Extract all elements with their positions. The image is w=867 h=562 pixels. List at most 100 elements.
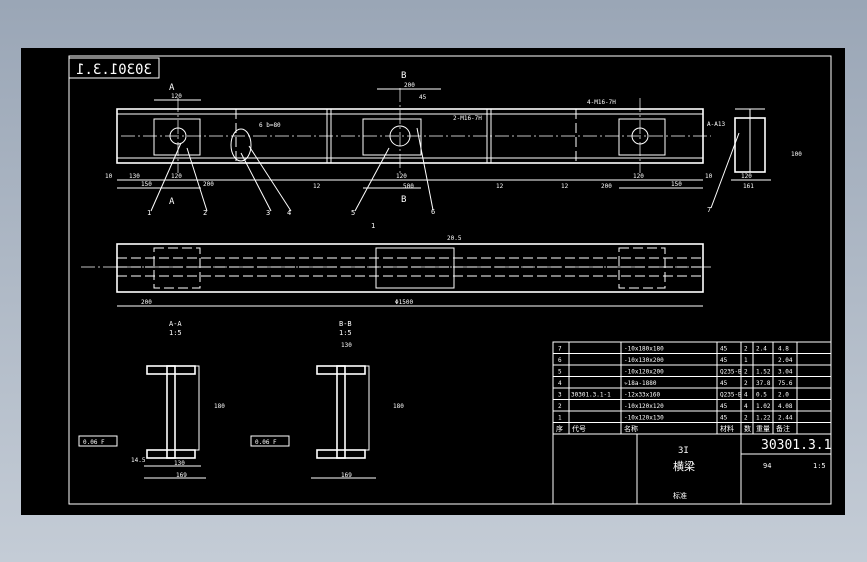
svg-text:6 b=80: 6 b=80 — [259, 122, 281, 129]
svg-text:120: 120 — [741, 173, 752, 180]
bom-row-material: Q235-B — [720, 369, 742, 376]
bom-row-material: Q235-B — [720, 392, 742, 399]
bom-row-name: ⸟18a-1880 — [624, 380, 657, 387]
svg-text:5: 5 — [351, 209, 355, 217]
svg-text:100: 100 — [791, 151, 802, 158]
bom-header-cell: 备注 — [776, 424, 790, 433]
bom-row-name: -10x120x120 — [624, 403, 664, 410]
bom-row-total-weight: 4.8 — [778, 346, 789, 353]
svg-text:A-A: A-A — [169, 320, 182, 328]
svg-text:4-M16-7H: 4-M16-7H — [587, 99, 616, 106]
svg-text:14.5: 14.5 — [131, 457, 146, 464]
svg-text:横梁: 横梁 — [673, 459, 695, 473]
bom-row-code: 30301.3.1-1 — [571, 392, 611, 399]
svg-text:12: 12 — [496, 183, 504, 190]
svg-text:20.5: 20.5 — [447, 235, 462, 242]
svg-text:B: B — [401, 71, 406, 81]
svg-text:12: 12 — [313, 183, 321, 190]
bom-row-total-weight: 2.04 — [778, 357, 793, 364]
svg-text:1:5: 1:5 — [169, 329, 182, 337]
bom-row-count: 1 — [744, 357, 748, 364]
svg-text:4: 4 — [287, 209, 291, 217]
drawing-number-box — [68, 57, 160, 79]
bom-row-name: -10x180x180 — [624, 346, 664, 353]
bom-row-total-weight: 2.0 — [778, 392, 789, 399]
svg-text:169: 169 — [341, 472, 352, 479]
svg-text:120: 120 — [171, 173, 182, 180]
svg-text:10: 10 — [105, 173, 113, 180]
bom-row-total-weight: 3.04 — [778, 369, 793, 376]
svg-text:3I: 3I — [678, 446, 689, 456]
bom-header-cell: 序 — [556, 424, 563, 433]
plan-view: 200 Φ1500 20.5 1 — [81, 222, 711, 307]
svg-text:45: 45 — [419, 94, 427, 101]
cad-canvas[interactable]: 30301.3.1 A A B B 2-M16 — [21, 48, 845, 515]
svg-text:1: 1 — [371, 222, 375, 230]
bom-row-name: -10x120x200 — [624, 369, 664, 376]
svg-text:120: 120 — [171, 93, 182, 100]
bom-row-material: 45 — [720, 403, 728, 410]
svg-text:标准: 标准 — [673, 491, 687, 500]
svg-text:130: 130 — [341, 342, 352, 349]
drawing-number-mirrored: 30301.3.1 — [76, 62, 152, 78]
svg-text:B: B — [401, 195, 406, 205]
svg-text:200: 200 — [203, 181, 214, 188]
svg-text:150: 150 — [671, 181, 682, 188]
bom-row-total-weight: 75.6 — [778, 380, 793, 387]
bom-row-material: 45 — [720, 346, 728, 353]
bom-row-name: -10x130x200 — [624, 357, 664, 364]
svg-text:A: A — [169, 83, 175, 93]
bom-row-no: 2 — [558, 403, 562, 410]
svg-text:2-M16-7H: 2-M16-7H — [453, 115, 482, 122]
svg-text:30301.3.1: 30301.3.1 — [761, 438, 831, 453]
svg-text:200: 200 — [141, 299, 152, 306]
bom-row-no: 3 — [558, 392, 562, 399]
bom-row-name: -12x33x160 — [624, 392, 661, 399]
bom-row-count: 2 — [744, 415, 748, 422]
svg-text:150: 150 — [141, 181, 152, 188]
drawing-sheet: 30301.3.1 A A B B 2-M16 — [68, 55, 832, 505]
svg-text:1:5: 1:5 — [339, 329, 352, 337]
bom-header-cell: 数 — [744, 424, 751, 433]
bom-row-total-weight: 2.44 — [778, 415, 793, 422]
bom-row-unit-weight: 37.8 — [756, 380, 771, 387]
bom-row-material: 45 — [720, 357, 728, 364]
svg-text:180: 180 — [393, 403, 404, 410]
section-aa: A-A 1:5 0.06 F 130 169 180 14.5 — [78, 320, 225, 479]
bom-row-total-weight: 4.08 — [778, 403, 793, 410]
svg-text:7: 7 — [707, 206, 711, 214]
svg-text:2: 2 — [203, 209, 207, 217]
bom-row-count: 4 — [744, 392, 748, 399]
svg-text:180: 180 — [214, 403, 225, 410]
svg-text:A: A — [169, 197, 175, 207]
svg-text:3: 3 — [266, 209, 270, 217]
bom-row-no: 7 — [558, 346, 562, 353]
svg-text:200: 200 — [601, 183, 612, 190]
bom-row-no: 6 — [558, 357, 562, 364]
bom-row-count: 2 — [744, 346, 748, 353]
bom-row-count: 4 — [744, 403, 748, 410]
svg-text:120: 120 — [633, 173, 644, 180]
svg-text:A-A13: A-A13 — [707, 121, 725, 128]
svg-text:169: 169 — [176, 472, 187, 479]
bom-header-cell: 重量 — [756, 425, 770, 433]
elevation-view: A A B B 2-M16-7H 4-M16-7H 6 b=80 A-A13 1… — [105, 71, 802, 217]
svg-text:10: 10 — [705, 173, 713, 180]
svg-text:130: 130 — [129, 173, 140, 180]
svg-text:B-B: B-B — [339, 320, 352, 328]
svg-text:12: 12 — [561, 183, 569, 190]
bom-row-unit-weight: 1.52 — [756, 369, 771, 376]
section-bb: B-B 1:5 0.06 F 130 169 180 — [250, 320, 404, 479]
svg-text:0.06 F: 0.06 F — [83, 439, 105, 446]
svg-text:161: 161 — [743, 183, 754, 190]
svg-text:94: 94 — [763, 462, 771, 470]
bom-row-unit-weight: 0.5 — [756, 392, 767, 399]
bom-row-count: 2 — [744, 369, 748, 376]
bom-header-cell: 材料 — [720, 424, 734, 433]
bom-row-no: 1 — [558, 415, 562, 422]
bom-row-no: 5 — [558, 369, 562, 376]
svg-text:Φ1500: Φ1500 — [395, 299, 413, 306]
svg-text:6: 6 — [431, 208, 435, 216]
svg-text:130: 130 — [174, 460, 185, 467]
